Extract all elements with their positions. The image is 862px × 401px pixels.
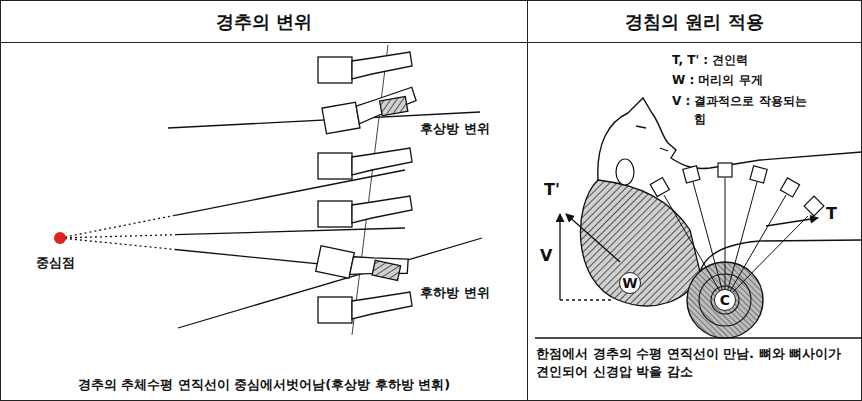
symbol-note: T, T' : 견인력 — [672, 52, 748, 69]
part-label: 후상방 변위 — [420, 120, 490, 138]
symbol-note: W : 머리의 무게 — [672, 72, 763, 89]
header-text: 경추의 변위 — [216, 10, 312, 34]
point-symbol: C — [714, 289, 736, 311]
force-symbol: W — [619, 272, 641, 294]
part-label: 후하방 변위 — [420, 284, 490, 302]
header-text: 경침의 원리 적용 — [625, 10, 764, 34]
force-symbol: T' — [544, 180, 560, 199]
panel-cell: 경추의 추체수평 연직선이 중심에서벗어남(후상방 후하방 변휘) — [0, 42, 528, 401]
force-symbol: T — [826, 204, 837, 223]
caption-text: 한점에서 경추의 수평 연직선이 만남. 뼈와 뼈사이가 견인되어 신경압 박을… — [536, 345, 858, 381]
symbol-note: V : 결과적으로 작용되는 힘 — [672, 92, 814, 128]
point-label: 중심점 — [36, 254, 75, 272]
caption-text: 경추의 추체수평 연직선이 중심에서벗어남(후상방 후하방 변휘) — [7, 376, 521, 393]
header-cell: 경추의 변위 — [0, 0, 528, 43]
header-cell: 경침의 원리 적용 — [527, 0, 862, 43]
force-symbol: V — [540, 246, 552, 265]
